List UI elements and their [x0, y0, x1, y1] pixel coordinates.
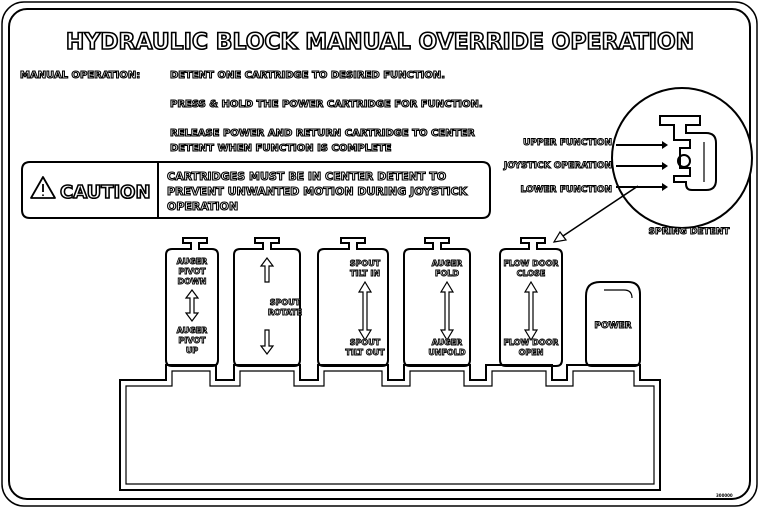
cartridge-spout-tilt: SPOUT TILT IN SPOUT TILT OUT: [317, 237, 389, 367]
cartridge-spout-rotate: SPOUT ROTATE: [233, 237, 303, 367]
manual-operation-label: MANUAL OPERATION:: [20, 70, 140, 81]
power-label: POWER: [594, 321, 631, 331]
cartridge-4-top-line-1: AUGER: [432, 259, 463, 268]
caution-line-1: CARTRIDGES MUST BE IN CENTER DETENT TO: [167, 170, 446, 183]
cartridge-5-top-line-2: CLOSE: [517, 269, 546, 278]
part-number: 300000: [716, 493, 733, 498]
caution-word: CAUTION: [60, 182, 151, 203]
cartridge-flow-door: FLOW DOOR CLOSE FLOW DOOR OPEN: [499, 237, 563, 367]
caution-line-3: OPERATION: [167, 200, 238, 213]
cartridge-3-top-line-2: TILT IN: [350, 269, 380, 278]
cartridge-3-bottom-line-2: TILT OUT: [345, 348, 385, 357]
spring-detent-title: SPRING DETENT: [649, 227, 731, 237]
cartridge-2-label-line-1: SPOUT: [270, 298, 301, 307]
power-cartridge: POWER: [585, 281, 641, 367]
joystick-operation-label: JOYSTICK OPERATION: [503, 161, 612, 171]
cartridge-1-top-line-2: PIVOT: [178, 267, 206, 276]
double-arrow-icon: [523, 280, 539, 342]
cartridge-1-bottom-line-2: PIVOT: [178, 336, 206, 345]
down-arrow-icon: [259, 329, 275, 355]
cartridge-5-bottom-line-2: OPEN: [519, 348, 544, 357]
cartridge-1-top-line-3: DOWN: [178, 277, 207, 286]
instruction-step-1: DETENT ONE CARTRIDGE TO DESIRED FUNCTION…: [170, 70, 445, 81]
cartridge-4-top-line-2: FOLD: [435, 269, 459, 278]
inner-border: [8, 8, 751, 500]
hydraulic-block: [119, 364, 661, 491]
double-arrow-icon: [357, 280, 373, 342]
instruction-step-2: PRESS & HOLD THE POWER CARTRIDGE FOR FUN…: [170, 99, 483, 110]
double-arrow-icon: [439, 280, 455, 342]
up-arrow-icon: [259, 257, 275, 283]
instruction-step-3-line-1: RELEASE POWER AND RETURN CARTRIDGE TO CE…: [170, 128, 475, 139]
decal-title: HYDRAULIC BLOCK MANUAL OVERRIDE OPERATIO…: [66, 30, 694, 55]
callout-pointer-arrow: [552, 185, 639, 243]
cartridge-auger-pivot: AUGER PIVOT DOWN AUGER PIVOT UP: [165, 237, 219, 367]
cartridge-3-top-line-1: SPOUT: [350, 259, 381, 268]
cartridge-1-top-line-1: AUGER: [177, 257, 208, 266]
upper-function-label: UPPER FUNCTION: [523, 138, 612, 148]
cartridge-4-bottom-line-1: AUGER: [432, 338, 463, 347]
cartridge-3-bottom-line-1: SPOUT: [350, 338, 381, 347]
cartridge-5-top-line-1: FLOW DOOR: [503, 259, 558, 268]
caution-box: CAUTION CARTRIDGES MUST BE IN CENTER DET…: [21, 161, 491, 219]
cartridge-1-bottom-line-1: AUGER: [177, 326, 208, 335]
spring-detent-callout: UPPER FUNCTION JOYSTICK OPERATION LOWER …: [502, 87, 753, 243]
instruction-step-3-line-2: DETENT WHEN FUNCTION IS COMPLETE: [170, 143, 392, 154]
warning-icon: [30, 176, 56, 199]
cartridge-5-bottom-line-1: FLOW DOOR: [503, 338, 558, 347]
detent-cartridge-icon: [659, 115, 717, 191]
cartridge-1-bottom-line-3: UP: [186, 346, 198, 355]
cartridge-auger-fold: AUGER FOLD AUGER UNFOLD: [403, 237, 471, 367]
double-arrow-icon: [184, 289, 200, 322]
detent-arrows: [616, 141, 668, 191]
detent-magnifier-circle: [611, 87, 753, 229]
caution-line-2: PREVENT UNWANTED MOTION DURING JOYSTICK: [167, 185, 468, 198]
cartridge-4-bottom-line-2: UNFOLD: [428, 348, 466, 357]
cartridge-2-label-line-2: ROTATE: [268, 308, 302, 317]
lower-function-label: LOWER FUNCTION: [521, 185, 612, 195]
